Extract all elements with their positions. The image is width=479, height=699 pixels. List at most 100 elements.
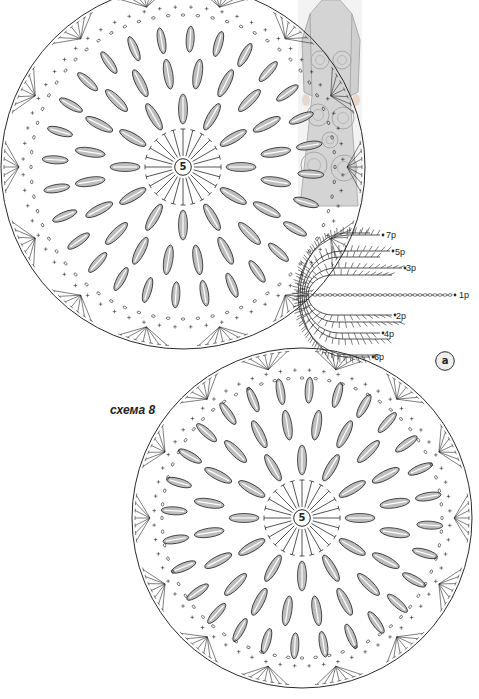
coat-motif [316,56,325,65]
tall-stitch [5,167,19,183]
single-crochet [341,157,345,161]
puff-leaf [140,276,155,303]
puff-leaf [75,175,106,189]
single-crochet [376,643,380,647]
row-stitch [295,283,301,285]
tall-stitch [143,452,165,466]
single-crochet [444,552,448,556]
chain-stitch [277,47,281,51]
puff-highlight [254,591,265,612]
single-crochet [63,58,67,62]
stitch-bar [215,146,218,150]
row-stitch [300,261,305,265]
stitch-bar [76,21,79,23]
puff-stitch [222,438,250,466]
stitch-bar [281,550,285,553]
tall-stitch [159,584,165,604]
tall-stitch [397,397,418,399]
stitch-bar [309,554,314,555]
row-stitch [387,339,391,343]
stitch-bar [4,149,5,153]
stitch-spoke [264,518,291,519]
puff-stitch [84,114,115,136]
stitch-bar [196,647,199,649]
puff-stitch [298,561,307,591]
puff-highlight [89,119,110,130]
puff-stitch [75,175,106,189]
tall-stitch [59,38,80,39]
puff-leaf [274,82,300,104]
stitch-bar [148,582,150,586]
tall-stitch [135,518,150,526]
stitch-bar [263,354,267,356]
stitch-bar [4,173,5,177]
puff-stitch [337,478,367,501]
tall-stitch [181,633,207,636]
chain-stitch [109,299,113,303]
puff-stitch [42,155,68,164]
single-crochet [319,83,323,87]
single-crochet [44,247,48,251]
puff-leaf [417,520,443,529]
row-stitch [306,333,310,338]
puff-stitch [274,378,286,405]
chain-stitch [416,594,420,598]
stitch-bar [460,568,461,572]
row-stitch [341,230,342,236]
row-stitch [357,245,359,251]
puff-highlight [241,225,258,242]
puff-leaf [118,127,148,150]
row-stitch [295,273,300,276]
tall-stitch [439,452,461,466]
stitch-spoke [292,481,299,507]
chain-stitch [378,294,382,297]
chain-stitch [273,379,277,382]
single-crochet [53,70,57,74]
stitch-bar [21,243,23,247]
row-stitch [393,265,398,268]
single-crochet [53,260,57,264]
tall-stitch [282,295,286,316]
puff-leaf [249,586,271,617]
puff-stitch [244,386,261,413]
row-stitch [294,289,300,291]
node-text: 5 [293,509,311,527]
puff-highlight [315,599,319,623]
tall-stitch [71,27,80,39]
chain-stitch [32,195,35,199]
single-crochet [250,377,254,381]
single-crochet [388,397,392,401]
row-stitch [303,299,309,301]
puff-stitch [103,220,131,248]
stitch-bar [154,138,158,142]
stitch-bar [143,465,144,469]
puff-stitch [185,581,211,603]
puff-highlight [309,380,310,400]
single-crochet [158,323,162,327]
row-number: 7р [386,231,396,240]
tall-stitch [285,295,288,312]
row-end-dot [404,267,407,270]
puff-leaf [298,169,324,178]
chain-stitch [430,569,434,573]
stitch-bar [4,181,5,185]
puff-highlight [103,54,115,70]
stitch-bar [448,437,450,441]
single-crochet [37,97,41,101]
single-crochet [161,566,165,570]
single-crochet [310,70,314,74]
puff-stitch [320,453,343,483]
stitch-bar [273,12,276,14]
puff-highlight [223,190,244,202]
circle-shape [175,159,192,176]
row-stitch [318,319,322,324]
chain-stitch [343,294,347,297]
puff-highlight [256,119,277,130]
chain-stitch [398,294,402,297]
chain-stitch [161,516,163,520]
tall-stitch [439,446,453,453]
puff-leaf [304,377,313,403]
stitch-spoke [275,491,294,510]
single-crochet [36,233,40,237]
single-crochet [113,20,117,24]
